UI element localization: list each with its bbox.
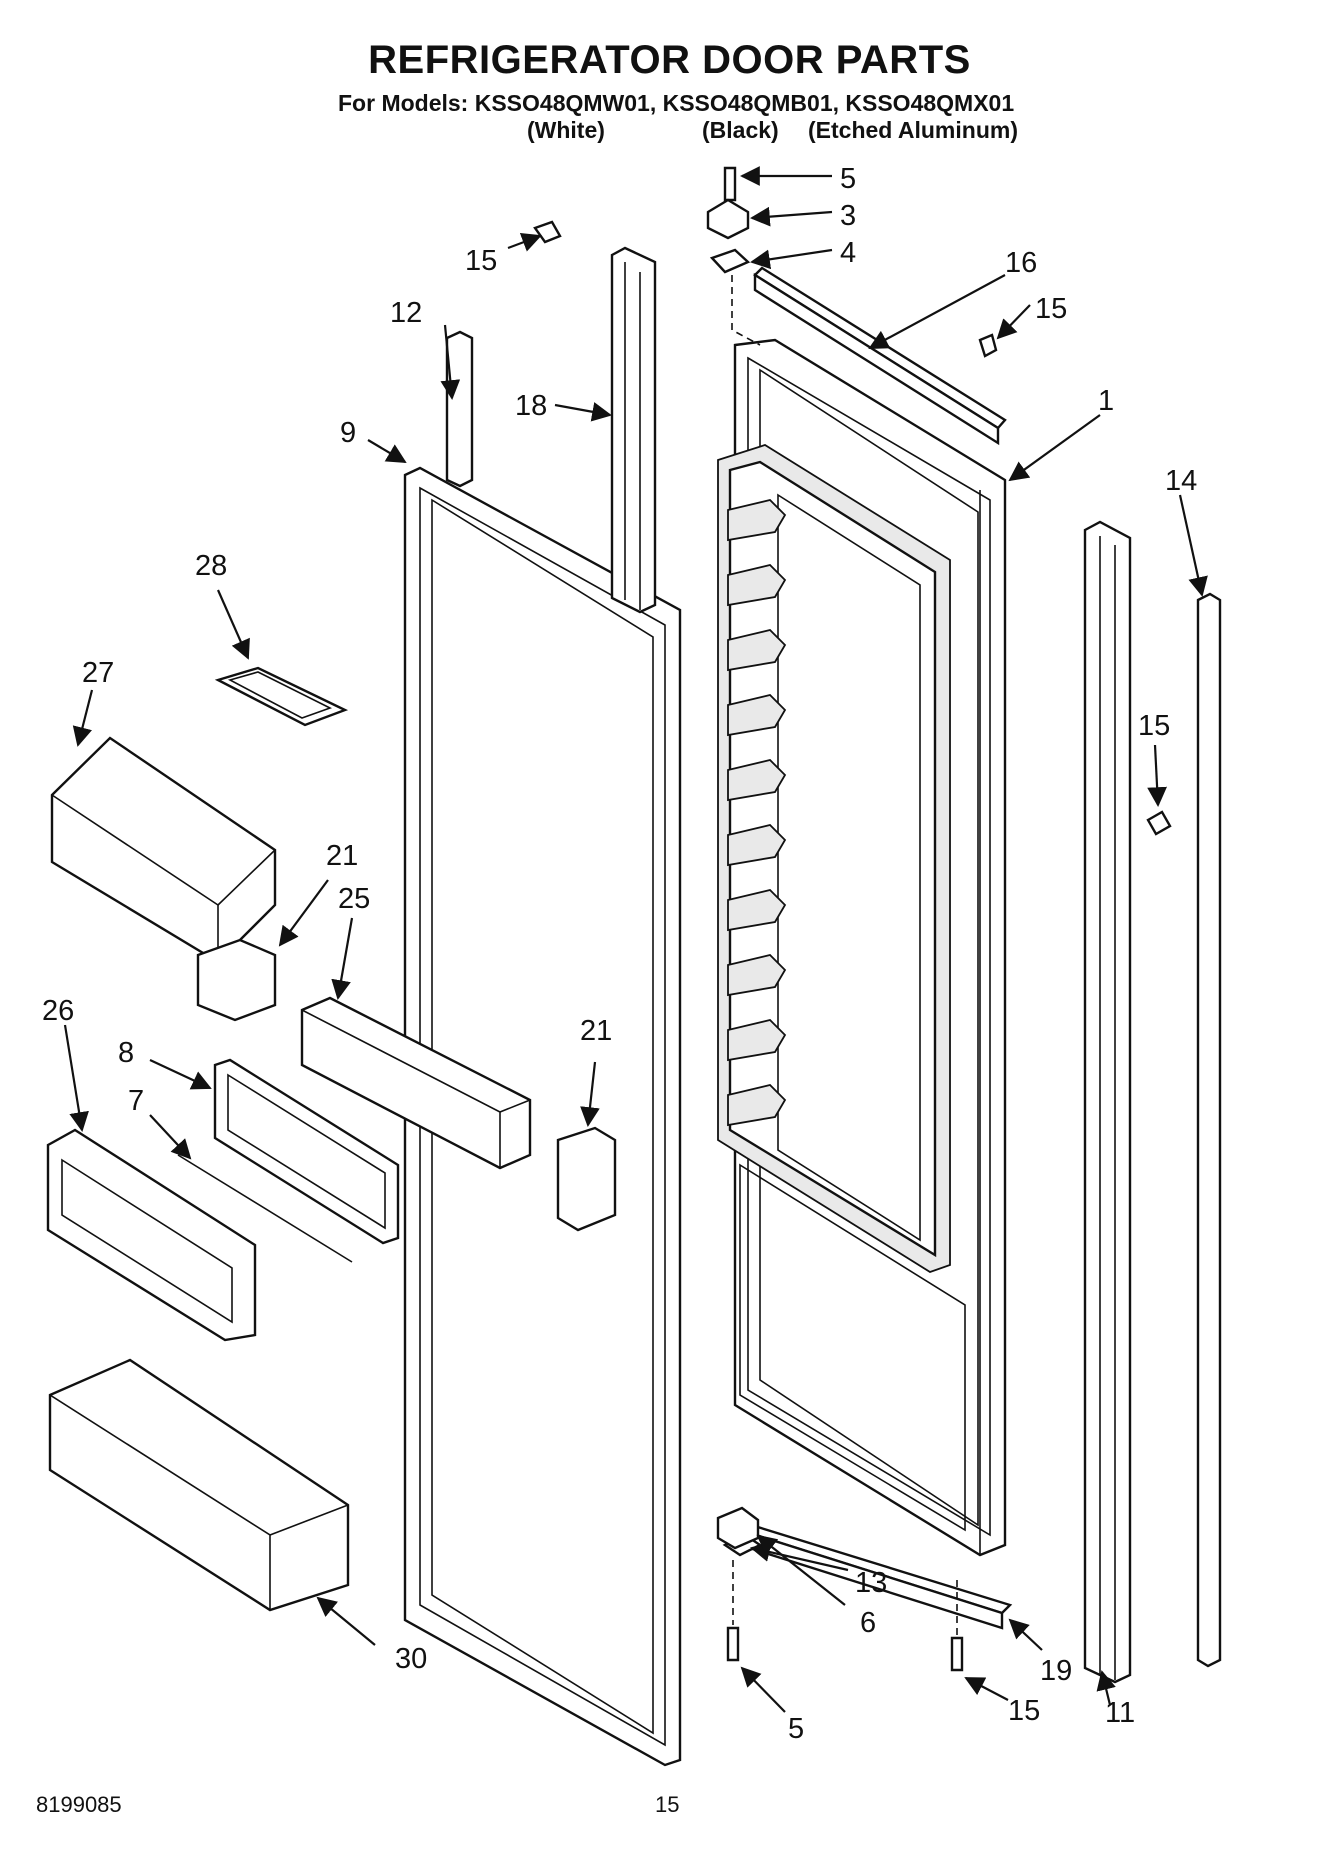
hinge-3	[706, 198, 750, 240]
screw-15-bar	[978, 333, 998, 358]
callout-28: 28	[195, 550, 227, 582]
callout-21: 21	[580, 1015, 612, 1047]
screw-5-bottom	[726, 1626, 740, 1662]
variant-etched-aluminum: (Etched Aluminum)	[808, 117, 1018, 143]
hinge-plate-4	[709, 248, 751, 274]
callout-15: 15	[1008, 1695, 1040, 1727]
callout-6: 6	[860, 1607, 876, 1639]
callout-27: 27	[82, 657, 114, 689]
callout-9: 9	[340, 417, 356, 449]
bracket-21-left	[196, 938, 277, 1022]
callout-8: 8	[118, 1037, 134, 1069]
callout-15: 15	[465, 245, 497, 277]
side-trim-11	[1083, 520, 1132, 1684]
screw-15-bottom	[950, 1636, 964, 1672]
callout-3: 3	[840, 200, 856, 232]
callout-14: 14	[1165, 465, 1197, 497]
door-gasket-frame	[403, 466, 682, 1767]
page-title: REFRIGERATOR DOOR PARTS	[368, 38, 971, 82]
callout-25: 25	[338, 883, 370, 915]
trim-strip-12	[445, 330, 474, 488]
door-outer-panel	[717, 338, 1007, 1557]
crisper-box-25	[300, 996, 532, 1170]
callout-19: 19	[1040, 1655, 1072, 1687]
bin-26	[46, 1128, 257, 1342]
screw-5-top	[723, 166, 737, 202]
bracket-21-right	[556, 1126, 617, 1232]
frame-8	[213, 1058, 400, 1245]
callout-21: 21	[326, 840, 358, 872]
callout-15: 15	[1138, 710, 1170, 742]
screw-15-side	[1146, 810, 1172, 836]
bin-30	[48, 1358, 350, 1612]
callout-18: 18	[515, 390, 547, 422]
callout-12: 12	[390, 297, 422, 329]
top-hinge-bar-flange	[753, 272, 1000, 446]
callout-1: 1	[1098, 385, 1114, 417]
callout-4: 4	[840, 237, 856, 269]
variant-white: (White)	[527, 117, 605, 143]
rod-7	[177, 1154, 353, 1263]
bin-27	[50, 736, 277, 964]
callout-11: 11	[1105, 1697, 1135, 1729]
callout-26: 26	[42, 995, 74, 1027]
trim-strip-left	[610, 246, 657, 614]
callout-7: 7	[128, 1085, 144, 1117]
tray-28	[214, 666, 349, 727]
callout-5: 5	[840, 163, 856, 195]
callout-15: 15	[1035, 293, 1067, 325]
callout-16: 16	[1005, 247, 1037, 279]
footer-page-number: 15	[655, 1792, 680, 1817]
variant-black: (Black)	[702, 117, 779, 143]
models-line: For Models: KSSO48QMW01, KSSO48QMB01, KS…	[338, 90, 1015, 116]
screw-15-top	[533, 220, 562, 244]
callout-13: 13	[855, 1567, 887, 1599]
callout-5: 5	[788, 1713, 804, 1745]
callout-30: 30	[395, 1643, 427, 1675]
side-strip-14	[1196, 592, 1222, 1668]
footer-part-number: 8199085	[36, 1792, 122, 1817]
